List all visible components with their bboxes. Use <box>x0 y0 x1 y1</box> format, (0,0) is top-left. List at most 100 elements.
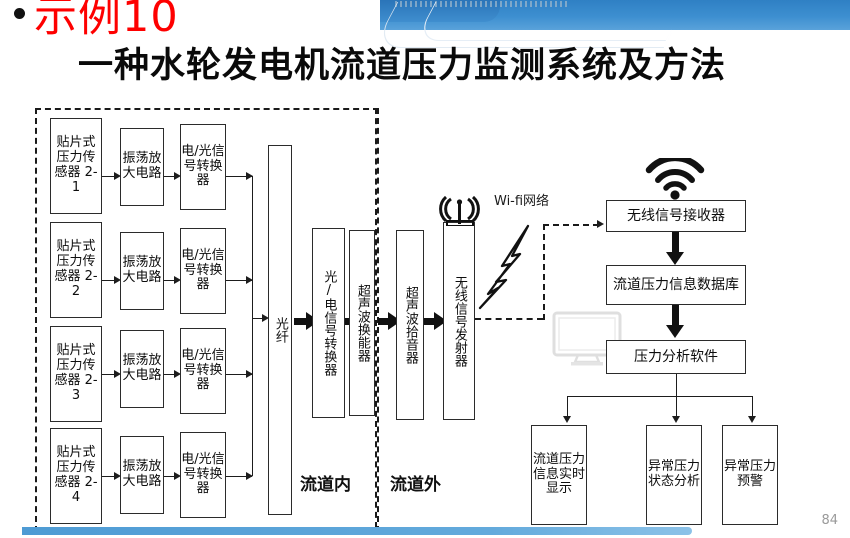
optical-bus-line <box>252 176 254 476</box>
dash-riser <box>543 224 545 320</box>
arrow-a3-c3 <box>174 370 181 378</box>
box-output-3[interactable]: 异常压力预警 <box>722 425 778 525</box>
wifi-icon <box>645 158 705 200</box>
arrow-receiver-db <box>666 252 684 265</box>
box-amplifier-3-label: 振荡放大电路 <box>122 353 162 383</box>
box-optical-fiber[interactable]: 光纤 <box>268 145 292 515</box>
box-eo-converter-1-label: 电/光信号转换器 <box>181 143 225 189</box>
dash-to-receiver <box>543 224 599 226</box>
box-oe-converter[interactable]: 光/电信号转换器 <box>312 228 345 418</box>
conn-fiber-oe <box>294 318 308 325</box>
conn-transducer-pickup <box>378 318 392 325</box>
conn-a2-c2 <box>164 280 176 282</box>
arrow-a1-c1 <box>174 172 181 180</box>
box-output-2[interactable]: 异常压力状态分析 <box>646 425 702 525</box>
branch-leg-2 <box>676 396 678 420</box>
branch-leg-3 <box>752 396 754 420</box>
header-banner-texture <box>395 1 570 7</box>
arrow-out-3 <box>748 416 756 423</box>
antenna-icon <box>439 196 480 226</box>
conn-s1-a1 <box>102 176 116 178</box>
box-eo-converter-4-label: 电/光信号转换器 <box>181 451 225 497</box>
arrow-s3-a3 <box>114 370 121 378</box>
conn-c3-bus <box>226 374 252 376</box>
arrow-out-2 <box>672 416 680 423</box>
box-sensor-4[interactable]: 贴片式压力传感器 2-4 <box>50 428 102 524</box>
box-sensor-3[interactable]: 贴片式压力传感器 2-3 <box>50 326 102 422</box>
box-amplifier-4-label: 振荡放大电路 <box>122 459 162 489</box>
conn-a1-c1 <box>164 176 176 178</box>
arrow-s4-a4 <box>114 472 121 480</box>
bullet-icon <box>14 8 25 19</box>
box-amplifier-3[interactable]: 振荡放大电路 <box>120 330 164 408</box>
arrow-s2-a2 <box>114 276 121 284</box>
conn-s2-a2 <box>102 280 116 282</box>
conn-s3-a3 <box>102 374 116 376</box>
box-output-2-label: 异常压力状态分析 <box>647 459 700 489</box>
box-sensor-4-label: 贴片式压力传感器 2-4 <box>54 445 98 505</box>
box-ultrasonic-pickup[interactable]: 超声波拾音器 <box>396 230 424 420</box>
conn-bus-fiber <box>252 318 266 320</box>
box-amplifier-1[interactable]: 振荡放大电路 <box>120 128 164 206</box>
arrow-c1-bus <box>246 172 253 180</box>
box-output-1-label: 流道压力信息实时显示 <box>532 451 585 497</box>
box-eo-converter-2-label: 电/光信号转换器 <box>181 247 225 293</box>
label-inside-passage: 流道内 <box>300 475 351 495</box>
box-eo-converter-2[interactable]: 电/光信号转换器 <box>180 228 226 314</box>
conn-a3-c3 <box>164 374 176 376</box>
box-pressure-database-label: 流道压力信息数据库 <box>613 276 739 293</box>
box-eo-converter-1[interactable]: 电/光信号转换器 <box>180 124 226 210</box>
conn-s4-a4 <box>102 476 116 478</box>
header-swoosh-2 <box>414 2 687 41</box>
box-output-1[interactable]: 流道压力信息实时显示 <box>531 425 587 525</box>
box-analysis-software[interactable]: 压力分析软件 <box>606 340 746 374</box>
box-sensor-1-label: 贴片式压力传感器 2-1 <box>54 135 98 195</box>
box-sensor-2-label: 贴片式压力传感器 2-2 <box>54 239 98 299</box>
page-title: 一种水轮发电机流道压力监测系统及方法 <box>78 46 727 86</box>
box-eo-converter-3[interactable]: 电/光信号转换器 <box>180 328 226 414</box>
conn-c4-bus <box>226 476 252 478</box>
box-sensor-3-label: 贴片式压力传感器 2-3 <box>54 343 98 403</box>
box-eo-converter-3-label: 电/光信号转换器 <box>181 347 225 393</box>
conn-c2-bus <box>226 280 252 282</box>
box-amplifier-2[interactable]: 振荡放大电路 <box>120 232 164 310</box>
arrow-a2-c2 <box>174 276 181 284</box>
arrow-c2-bus <box>246 276 253 284</box>
arrow-c4-bus <box>246 472 253 480</box>
conn-pickup-transmitter <box>424 318 438 325</box>
box-analysis-software-label: 压力分析软件 <box>634 348 718 365</box>
box-eo-converter-4[interactable]: 电/光信号转换器 <box>180 432 226 518</box>
inside-outside-divider <box>375 108 377 528</box>
branch-rail <box>567 396 753 398</box>
box-ultrasonic-transducer-label: 超声波换能器 <box>354 284 370 362</box>
arrow-a4-c4 <box>174 472 181 480</box>
label-outside-passage: 流道外 <box>390 475 441 495</box>
label-wifi-network: Wi-fi网络 <box>494 194 550 209</box>
box-amplifier-4[interactable]: 振荡放大电路 <box>120 436 164 514</box>
box-sensor-2[interactable]: 贴片式压力传感器 2-2 <box>50 222 102 318</box>
box-optical-fiber-label: 光纤 <box>272 317 288 343</box>
conn-c1-bus <box>226 176 252 178</box>
box-wireless-transmitter-label: 无线信号发射器 <box>451 275 467 367</box>
page-number: 84 <box>821 513 838 528</box>
box-pressure-database[interactable]: 流道压力信息数据库 <box>606 265 746 305</box>
example-label: 示例10 <box>34 0 179 42</box>
box-wireless-receiver[interactable]: 无线信号接收器 <box>606 200 746 232</box>
dash-transmitter-out <box>475 318 543 320</box>
arrow-dash-receiver <box>597 220 604 228</box>
box-sensor-1[interactable]: 贴片式压力传感器 2-1 <box>50 118 102 214</box>
lightning-bolt-icon <box>478 224 530 310</box>
box-wireless-transmitter[interactable]: 无线信号发射器 <box>443 222 475 420</box>
arrow-bus-fiber <box>262 314 269 322</box>
box-ultrasonic-transducer[interactable]: 超声波换能器 <box>349 230 375 416</box>
box-wireless-receiver-label: 无线信号接收器 <box>627 207 725 224</box>
box-amplifier-2-label: 振荡放大电路 <box>122 255 162 285</box>
footer-bar <box>22 527 692 535</box>
arrow-c3-bus <box>246 370 253 378</box>
arrow-db-software <box>666 325 684 338</box>
monitor-icon <box>552 311 622 366</box>
conn-db-software <box>672 305 679 329</box>
arrow-out-1 <box>563 416 571 423</box>
box-output-3-label: 异常压力预警 <box>723 459 776 489</box>
conn-a4-c4 <box>164 476 176 478</box>
